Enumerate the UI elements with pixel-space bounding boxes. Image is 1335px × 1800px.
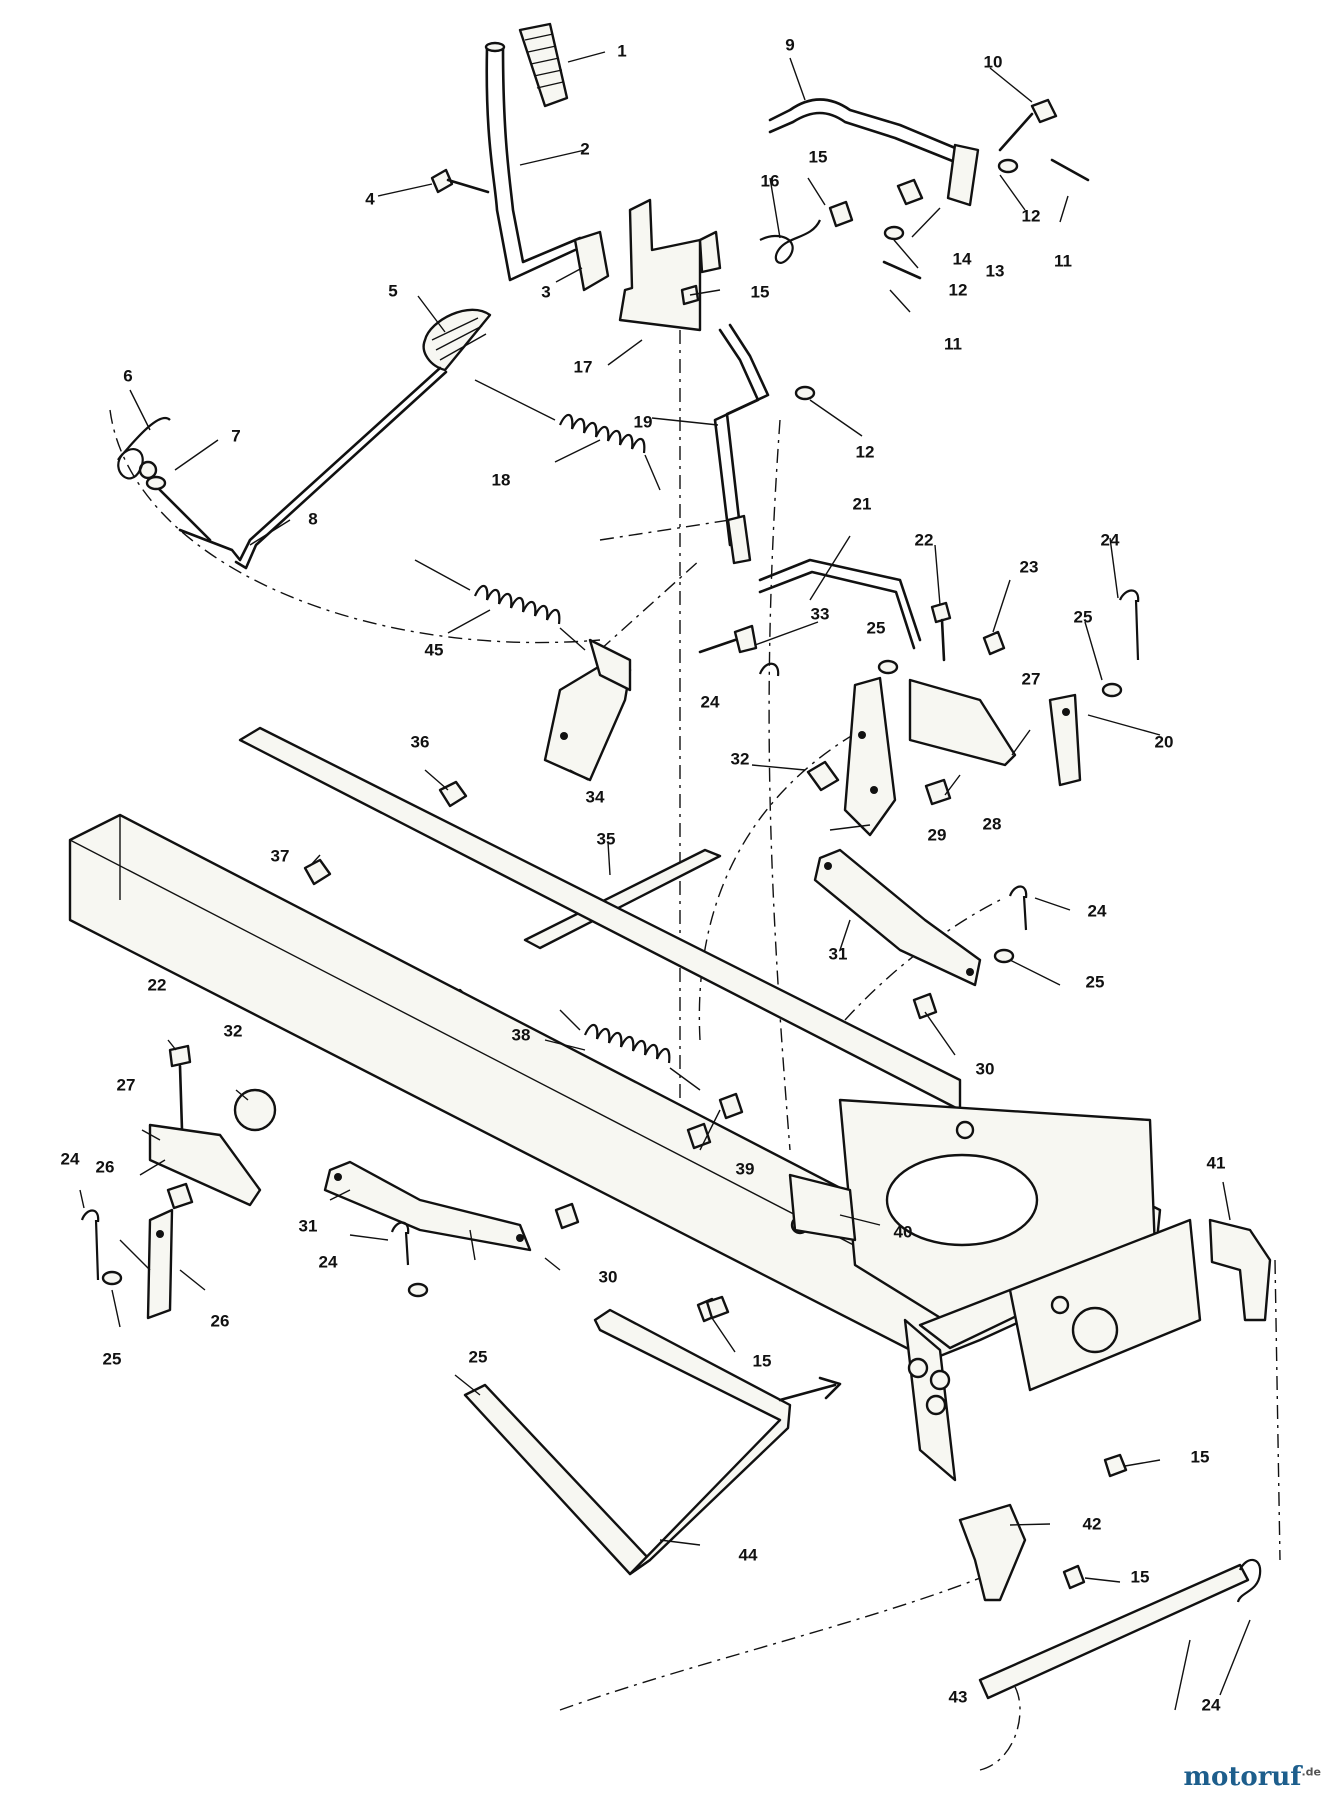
callout-11b: 11 — [944, 334, 962, 353]
lower-right-hardware — [705, 1218, 1272, 1700]
callout-38: 38 — [512, 1025, 531, 1044]
callout-26b: 26 — [96, 1157, 115, 1176]
callout-42: 42 — [1083, 1514, 1102, 1533]
callout-40: 40 — [894, 1222, 913, 1241]
callout-15e: 15 — [1131, 1567, 1150, 1586]
callout-37: 37 — [271, 846, 290, 865]
bolt-4 — [430, 168, 490, 194]
callout-24d: 24 — [61, 1149, 80, 1168]
right-linkage — [908, 589, 1140, 806]
links-31 — [323, 848, 1028, 1323]
rod-19 — [713, 323, 770, 565]
leader-lines — [79, 51, 1251, 1711]
rod-21 — [758, 558, 922, 650]
callout-18: 18 — [492, 470, 511, 489]
callout-7: 7 — [231, 426, 240, 445]
callout-31a: 31 — [829, 944, 848, 963]
callout-33: 33 — [811, 604, 830, 623]
callout-22a: 22 — [915, 530, 934, 549]
callout-24f: 24 — [1202, 1695, 1221, 1714]
callout-31b: 31 — [299, 1216, 318, 1235]
callout-45: 45 — [425, 640, 444, 659]
assembly-lines — [109, 330, 1281, 1771]
plate-29 — [758, 659, 899, 837]
callout-24c: 24 — [1088, 901, 1107, 920]
callout-16: 16 — [761, 171, 780, 190]
callout-25b: 25 — [1074, 607, 1093, 626]
callout-26a: 26 — [211, 1311, 230, 1330]
callout-11a: 11 — [1054, 251, 1072, 270]
callout-14: 14 — [953, 249, 972, 268]
watermark-logo: motoruf.de — [1183, 1762, 1321, 1792]
callout-4: 4 — [365, 189, 375, 208]
callout-24e: 24 — [319, 1252, 338, 1271]
callout-24a: 24 — [1101, 530, 1120, 549]
callout-12b: 12 — [949, 280, 968, 299]
bracket-40 — [788, 1173, 857, 1242]
callout-25d: 25 — [103, 1349, 122, 1368]
callout-43: 43 — [949, 1687, 968, 1706]
callout-27a: 27 — [1022, 669, 1041, 688]
callout-30a: 30 — [976, 1059, 995, 1078]
callout-41: 41 — [1207, 1153, 1226, 1172]
callout-25c: 25 — [1086, 972, 1105, 991]
rod-9 — [768, 98, 980, 207]
spring-6 — [117, 416, 171, 491]
lift-handle — [484, 22, 610, 292]
callout-23: 23 — [1020, 557, 1039, 576]
callout-8: 8 — [308, 509, 317, 528]
callout-25e: 25 — [469, 1347, 488, 1366]
callout-15b: 15 — [751, 282, 770, 301]
callout-44: 44 — [739, 1545, 758, 1564]
callout-5: 5 — [388, 281, 397, 300]
ubar-44 — [463, 1308, 842, 1576]
callout-labels: 1 2 3 4 5 6 7 8 9 10 11 11 12 12 12 12 1… — [61, 35, 1226, 1714]
pedal-rod — [138, 308, 492, 570]
callout-32a: 32 — [731, 749, 750, 768]
callout-25a: 25 — [867, 618, 886, 637]
callout-34: 34 — [586, 787, 605, 806]
callout-21: 21 — [853, 494, 872, 513]
watermark-brand: motoruf — [1183, 1762, 1302, 1792]
callout-13: 13 — [986, 261, 1005, 280]
bracket-17 — [618, 198, 722, 332]
bracket-34 — [303, 624, 758, 886]
callout-10: 10 — [984, 52, 1003, 71]
callout-19: 19 — [634, 412, 653, 431]
main-frame — [68, 726, 1202, 1482]
callout-22b: 22 — [148, 975, 167, 994]
callout-12a: 12 — [1022, 206, 1041, 225]
callout-39: 39 — [736, 1159, 755, 1178]
callout-12c: 12 — [856, 442, 875, 461]
spring-45 — [414, 559, 586, 651]
callout-30b: 30 — [599, 1267, 618, 1286]
spring-16 — [759, 200, 854, 264]
callout-15a: 15 — [809, 147, 828, 166]
callout-20: 20 — [1155, 732, 1174, 751]
callout-6: 6 — [123, 366, 132, 385]
callout-32b: 32 — [224, 1021, 243, 1040]
spring-18 — [474, 379, 661, 491]
callout-27b: 27 — [117, 1075, 136, 1094]
callout-28a: 28 — [983, 814, 1002, 833]
callout-9: 9 — [785, 35, 794, 54]
callout-29: 29 — [928, 825, 947, 844]
callout-35: 35 — [597, 829, 616, 848]
callout-15d: 15 — [1191, 1447, 1210, 1466]
watermark-tld: .de — [1301, 1765, 1321, 1779]
callout-1: 1 — [617, 41, 626, 60]
hardware-upper-right — [794, 98, 1090, 401]
callout-2: 2 — [580, 139, 589, 158]
callout-3: 3 — [541, 282, 550, 301]
callout-24b: 24 — [701, 692, 720, 711]
callout-36: 36 — [411, 732, 430, 751]
callout-15c: 15 — [753, 1351, 772, 1370]
callout-17: 17 — [574, 357, 593, 376]
left-linkage — [80, 1044, 277, 1320]
